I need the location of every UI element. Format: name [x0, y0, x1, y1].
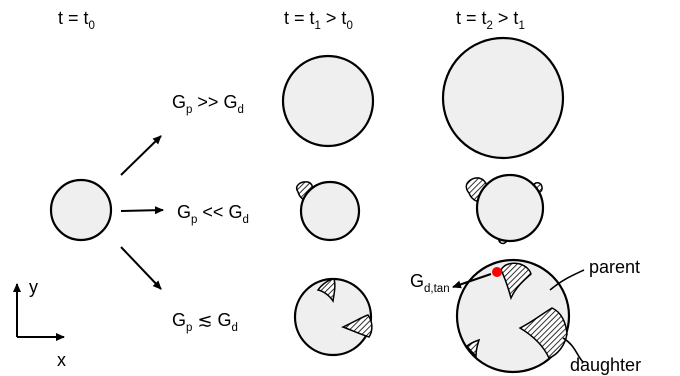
initial-particle: [49, 178, 113, 242]
contact-point: [492, 267, 502, 277]
condition-row1: Gp >> Gd: [172, 92, 244, 116]
header-t1: t = t1 > t0: [284, 8, 353, 32]
daughter-t2-right: [518, 307, 568, 359]
daughter-t2-left: [465, 338, 481, 358]
parent-particle-t1-row1: [281, 54, 375, 148]
parent-particle-t2col2-row2: [475, 173, 545, 243]
y-axis-label: y: [29, 277, 38, 297]
header-t2: t = t2 > t1: [456, 8, 525, 32]
arrow-to-row2: [120, 206, 164, 215]
header-t0: t = t0: [58, 8, 95, 32]
daughter-t1-right: [341, 314, 373, 338]
parent-callout-line: [549, 269, 585, 291]
parent-label: parent: [589, 257, 640, 277]
parent-particle-t2col1-row2: [299, 180, 361, 242]
x-axis-label: x: [57, 350, 66, 370]
daughter-t2-top: [500, 262, 532, 301]
arrow-to-row1: [120, 135, 162, 176]
arrow-to-row3: [120, 246, 162, 290]
condition-row3: Gp ≲ Gd: [172, 310, 238, 334]
gdtan-label: Gd,tan: [410, 271, 450, 295]
parent-particle-t2-row1: [441, 36, 565, 160]
daughter-callout-line: [562, 337, 584, 363]
daughter-label: daughter: [570, 355, 641, 375]
daughter-t1-top: [316, 278, 336, 304]
tangential-arrow: [452, 273, 492, 289]
condition-row2: Gp << Gd: [177, 202, 249, 226]
